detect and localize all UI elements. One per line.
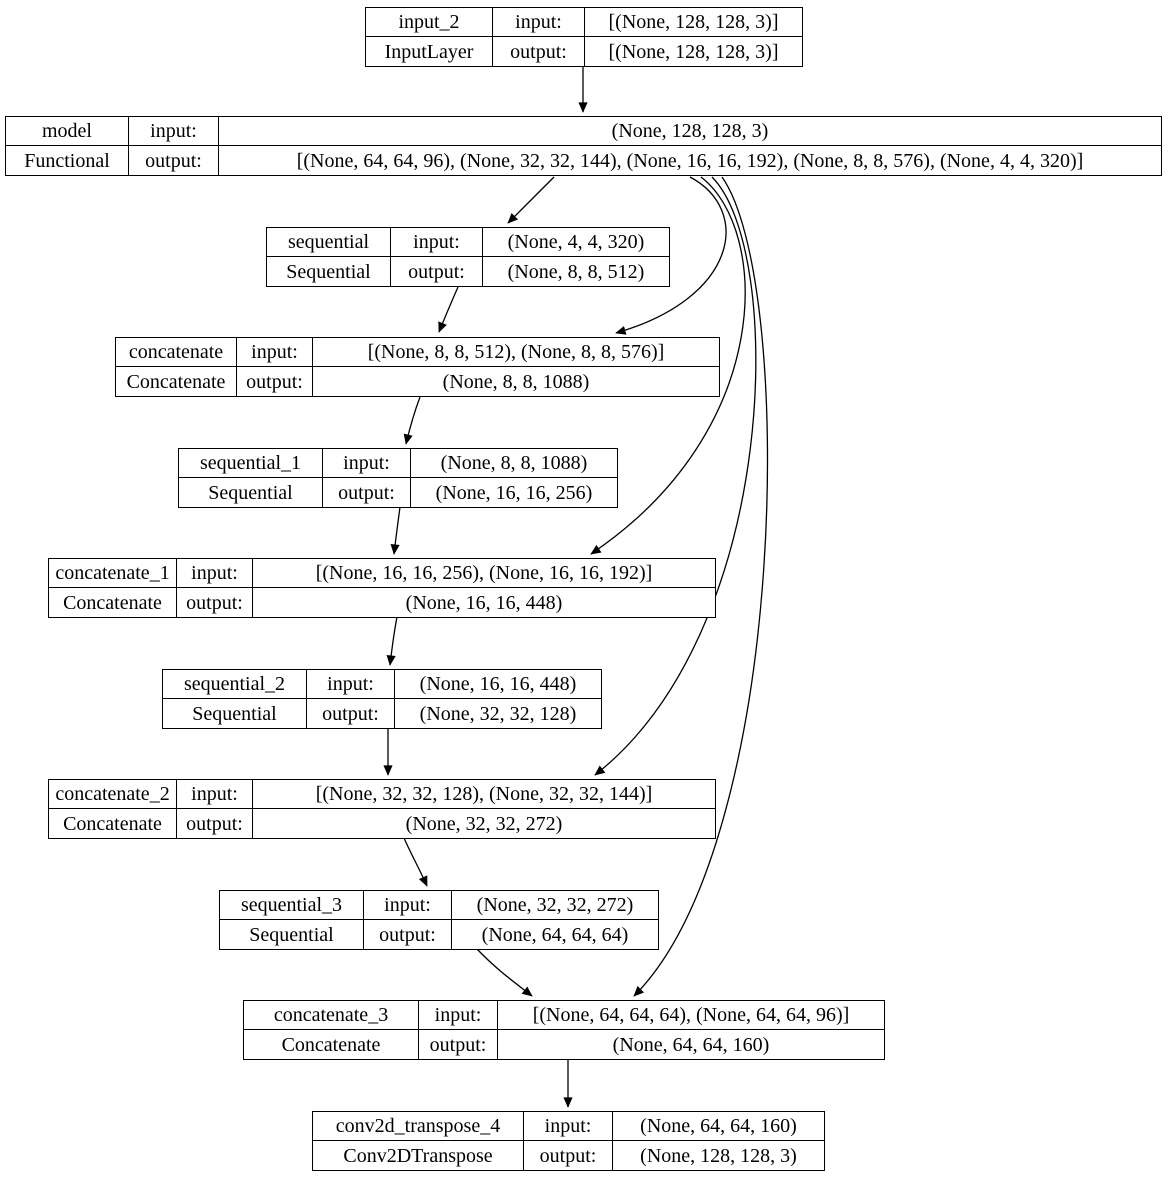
layer-name: concatenate_3 [244,1001,419,1030]
input-shape: [(None, 8, 8, 512), (None, 8, 8, 576)] [313,338,719,367]
input-label: input: [323,449,411,478]
node-input_2: input_2 input: [(None, 128, 128, 3)] Inp… [365,7,803,67]
layer-name: sequential_3 [220,891,364,920]
output-shape: (None, 64, 64, 160) [612,1033,770,1056]
node-concatenate_2: concatenate_2 input: [(None, 32, 32, 128… [48,779,716,839]
input-shape: (None, 32, 32, 272) [452,891,658,920]
output-label: output: [129,146,219,175]
output-shape: [(None, 64, 64, 96), (None, 32, 32, 144)… [296,149,1084,172]
layer-name: conv2d_transpose_4 [313,1112,524,1141]
input-label: input: [177,559,253,588]
output-shape: (None, 16, 16, 256) [435,481,593,504]
node-sequential_1: sequential_1 input: (None, 8, 8, 1088) S… [178,448,618,508]
output-shape: (None, 32, 32, 128) [419,702,577,725]
output-label: output: [419,1030,498,1059]
layer-type: Sequential [163,699,307,728]
input-shape: [(None, 64, 64, 64), (None, 64, 64, 96)] [498,1001,884,1030]
output-shape: (None, 16, 16, 448) [405,591,563,614]
edge-model-to-concatenate [615,176,727,335]
output-shape: (None, 128, 128, 3) [640,1144,797,1167]
edge-concatenate-to-sequential_1 [403,396,421,445]
output-shape: (None, 32, 32, 272) [405,812,563,835]
node-concatenate: concatenate input: [(None, 8, 8, 512), (… [115,337,720,397]
input-label: input: [391,228,483,257]
layer-type: Sequential [220,920,364,949]
input-shape: [(None, 128, 128, 3)] [585,8,802,37]
edge-model-to-concatenate_3 [633,176,769,997]
node-concatenate_1: concatenate_1 input: [(None, 16, 16, 256… [48,558,716,618]
node-conv2d_transpose_4: conv2d_transpose_4 input: (None, 64, 64,… [312,1111,825,1171]
input-label: input: [493,8,585,37]
node-concatenate_3: concatenate_3 input: [(None, 64, 64, 64)… [243,1000,885,1060]
layer-type: Concatenate [49,809,177,838]
input-label: input: [307,670,395,699]
layer-name: concatenate_2 [49,780,177,809]
input-shape: (None, 16, 16, 448) [395,670,601,699]
input-shape: (None, 4, 4, 320) [483,228,669,257]
input-label: input: [419,1001,498,1030]
input-shape: [(None, 16, 16, 256), (None, 16, 16, 192… [253,559,715,588]
edge-model-to-concatenate_2 [594,176,757,776]
node-sequential: sequential input: (None, 4, 4, 320) Sequ… [266,227,670,287]
node-sequential_2: sequential_2 input: (None, 16, 16, 448) … [162,669,602,729]
output-label: output: [177,588,253,617]
layer-name: concatenate [116,338,237,367]
input-shape: (None, 8, 8, 1088) [411,449,617,478]
input-label: input: [177,780,253,809]
output-label: output: [493,37,585,66]
edge-sequential-to-concatenate [438,286,459,333]
layer-type: Concatenate [116,367,237,396]
output-label: output: [307,699,395,728]
output-label: output: [177,809,253,838]
layer-name: input_2 [366,8,493,37]
layer-type: Concatenate [49,588,177,617]
input-shape: [(None, 32, 32, 128), (None, 32, 32, 144… [253,780,715,809]
node-sequential_3: sequential_3 input: (None, 32, 32, 272) … [219,890,659,950]
layer-type: Conv2DTranspose [313,1141,524,1170]
layer-name: sequential_2 [163,670,307,699]
output-shape: [(None, 128, 128, 3)] [608,40,779,63]
layer-type: Concatenate [244,1030,419,1059]
input-label: input: [364,891,452,920]
output-label: output: [524,1141,613,1170]
output-label: output: [323,478,411,507]
edge-model-to-concatenate_1 [590,176,746,555]
output-label: output: [364,920,452,949]
edge-sequential_3-to-concatenate_3 [476,948,533,997]
output-shape: (None, 64, 64, 64) [481,923,629,946]
input-label: input: [129,117,219,146]
output-shape: (None, 8, 8, 1088) [442,370,590,393]
edge-model-to-sequential [507,176,555,224]
node-model: model input: (None, 128, 128, 3) Functio… [5,116,1162,176]
layer-type: InputLayer [366,37,493,66]
output-label: output: [237,367,313,396]
output-shape: (None, 8, 8, 512) [507,260,645,283]
layer-type: Sequential [267,257,391,286]
edge-concatenate_1-to-sequential_2 [386,616,398,666]
input-shape: (None, 128, 128, 3) [219,117,1161,146]
input-label: input: [524,1112,613,1141]
layer-name: sequential_1 [179,449,323,478]
layer-type: Functional [6,146,129,175]
layer-name: sequential [267,228,391,257]
input-label: input: [237,338,313,367]
input-shape: (None, 64, 64, 160) [613,1112,824,1141]
layer-type: Sequential [179,478,323,507]
output-label: output: [391,257,483,286]
edge-concatenate_2-to-sequential_3 [403,837,428,887]
edge-sequential_1-to-concatenate_1 [390,506,401,555]
layer-name: concatenate_1 [49,559,177,588]
layer-name: model [6,117,129,146]
